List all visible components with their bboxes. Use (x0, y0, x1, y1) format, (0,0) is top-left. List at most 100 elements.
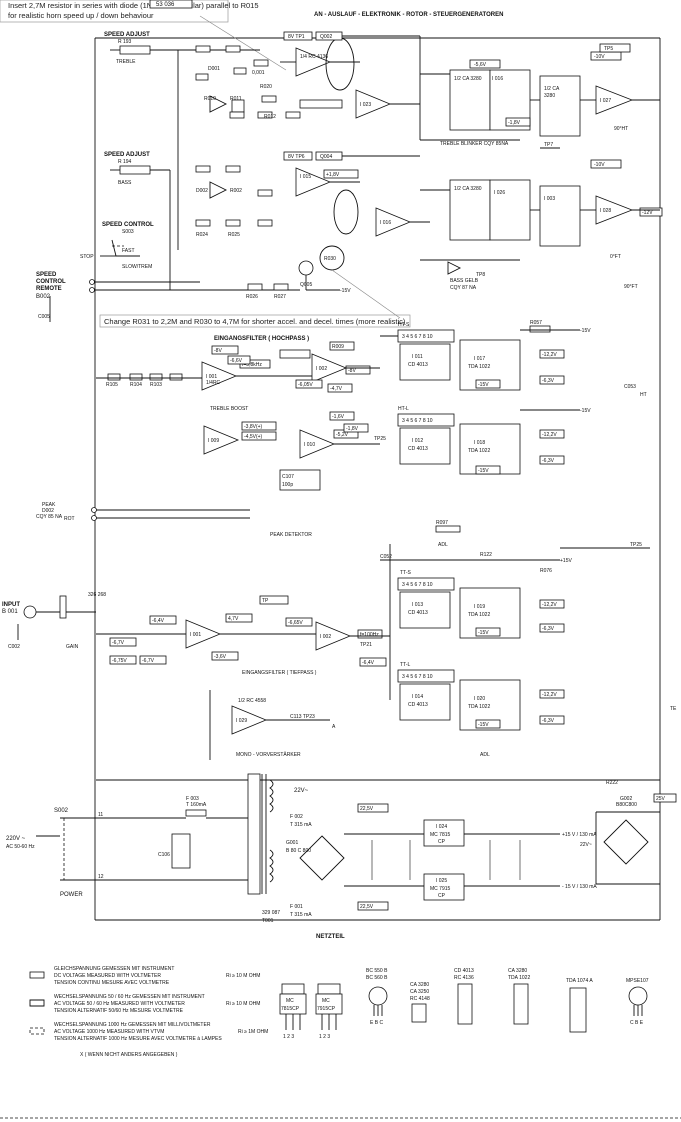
dc-legend-symbol (29, 971, 45, 979)
svg-text:CD 4013: CD 4013 (454, 968, 474, 974)
svg-text:-6,4V: -6,4V (362, 660, 375, 666)
svg-text:CA 3280: CA 3280 (508, 968, 527, 974)
svg-text:-3,8V(+): -3,8V(+) (244, 424, 263, 430)
b001-label: B 001 (2, 609, 18, 615)
svg-text:TDA 1022: TDA 1022 (468, 448, 490, 454)
svg-text:I 012: I 012 (412, 438, 423, 444)
svg-text:HT-S: HT-S (398, 322, 410, 328)
svg-text:MPSE107: MPSE107 (626, 978, 649, 984)
svg-text:I 024: I 024 (436, 824, 447, 830)
rot-label: ROT (64, 516, 75, 522)
svg-text:7915CP: 7915CP (317, 1006, 336, 1012)
input-jack[interactable] (23, 605, 37, 619)
fast-label: FAST (122, 248, 135, 254)
speed-remote-label-3: REMOTE (36, 286, 62, 292)
svg-text:I 028: I 028 (600, 208, 611, 214)
svg-text:8V TP1: 8V TP1 (288, 34, 305, 40)
svg-text:-6,7V: -6,7V (142, 658, 155, 664)
treble-boost-label: TREBLE BOOST (210, 406, 248, 412)
ca3280-bottom (449, 179, 491, 241)
f003-value: T 160mA (186, 802, 207, 808)
svg-text:RC 4148: RC 4148 (410, 996, 430, 1002)
legend-ac-1: WECHSELSPANNUNG 50 / 60 Hz GEMESSEN MIT … (54, 994, 205, 1000)
v225-neg-label: 22,5V (360, 904, 374, 910)
t001-label: T001 (262, 918, 274, 924)
netzteil-label: NETZTEIL (316, 934, 345, 940)
i012-ic (399, 427, 451, 465)
b002-label: B002 (36, 294, 51, 300)
svg-text:TP: TP (262, 598, 269, 604)
svg-text:-6,4V: -6,4V (152, 618, 165, 624)
minus15-label: - 15 V / 130 mA (562, 884, 597, 890)
svg-text:-15V: -15V (478, 382, 489, 388)
peak-diode-label-2: D002 (42, 508, 54, 514)
i002-tiefpass-opamp (315, 621, 352, 651)
svg-text:I 017: I 017 (474, 356, 485, 362)
svg-text:C005: C005 (38, 314, 50, 320)
svg-text:TP8: TP8 (476, 272, 485, 278)
svg-text:R025: R025 (228, 232, 240, 238)
svg-text:I 016: I 016 (492, 76, 503, 82)
r194-potentiometer (119, 165, 151, 175)
svg-text:1/2 RC 4558: 1/2 RC 4558 (238, 698, 266, 704)
svg-text:TDA 1022: TDA 1022 (508, 975, 530, 981)
svg-text:-15V: -15V (478, 630, 489, 636)
ca3280-package: CA 3280 TDA 1022 (508, 968, 530, 1025)
svg-text:-6,3V: -6,3V (542, 378, 555, 384)
svg-text:I 011: I 011 (412, 354, 423, 360)
bass-label: BASS (118, 180, 132, 186)
svg-text:R009: R009 (332, 344, 344, 350)
i002-opamp-top (311, 353, 348, 383)
svg-text:1/2 CA: 1/2 CA (544, 86, 560, 92)
svg-text:TDA 1022: TDA 1022 (468, 612, 490, 618)
i013-ic (399, 591, 451, 629)
svg-text:-15V: -15V (340, 288, 351, 294)
svg-text:R076: R076 (540, 568, 552, 574)
svg-text:4,7V: 4,7V (228, 616, 239, 622)
r012-label: R012 (264, 114, 276, 120)
input-label: INPUT (2, 602, 20, 608)
svg-text:3 4 5 6 7 8 10: 3 4 5 6 7 8 10 (402, 674, 433, 680)
svg-text:CD 4013: CD 4013 (408, 362, 428, 368)
svg-text:1 2 3: 1 2 3 (319, 1034, 330, 1040)
bc-transistor-package: BC 550 B BC 560 B E B C (366, 968, 388, 1026)
svg-text:CD 4013: CD 4013 (408, 610, 428, 616)
svg-text:3280: 3280 (544, 93, 555, 99)
f001-value: T 315 mA (290, 912, 312, 918)
svg-text:I 001: I 001 (206, 374, 217, 380)
svg-text:100p: 100p (282, 482, 293, 488)
opamp-type-label: 1/4 RC 4136 (300, 54, 328, 60)
svg-text:R222: R222 (606, 780, 618, 786)
i024-regulator (423, 819, 465, 847)
svg-text:C002: C002 (8, 644, 20, 650)
svg-text:-8V: -8V (214, 348, 222, 354)
i009-opamp (203, 425, 240, 455)
speed-control-label: SPEED CONTROL (102, 222, 154, 228)
t001-number: 329 087 (262, 910, 280, 916)
r020-label: R020 (260, 84, 272, 90)
svg-text:12: 12 (98, 874, 104, 880)
svg-text:I 029: I 029 (236, 718, 247, 724)
svg-text:-6,7V: -6,7V (112, 640, 125, 646)
mc7915-package: MC 7915CP 1 2 3 (315, 983, 343, 1040)
svg-text:C106: C106 (158, 852, 170, 858)
speed-remote-label-2: CONTROL (36, 279, 66, 285)
v225-pos-label: 22,5V (360, 806, 374, 812)
peak-diode-label-3: CQY 85 NA (36, 514, 63, 520)
v25-label: 25V (656, 796, 666, 802)
svg-text:I 014: I 014 (412, 694, 423, 700)
svg-text:1 2 3: 1 2 3 (283, 1034, 294, 1040)
svg-text:+15V: +15V (560, 558, 572, 564)
mc7815-package: MC 7815CP 1 2 3 (279, 983, 307, 1040)
svg-text:I 003: I 003 (544, 196, 555, 202)
svg-text:-15V: -15V (580, 328, 591, 334)
svg-text:D002: D002 (196, 188, 208, 194)
svg-text:f=100Hz: f=100Hz (360, 632, 379, 638)
svg-text:0°FT: 0°FT (610, 254, 621, 260)
g002-bridge-rectifier (603, 819, 649, 865)
r010-label: R010 (204, 96, 216, 102)
f002-value: T 315 mA (290, 822, 312, 828)
svg-text:1/2 CA 3280: 1/2 CA 3280 (454, 186, 482, 192)
svg-text:E B C: E B C (370, 1020, 383, 1026)
